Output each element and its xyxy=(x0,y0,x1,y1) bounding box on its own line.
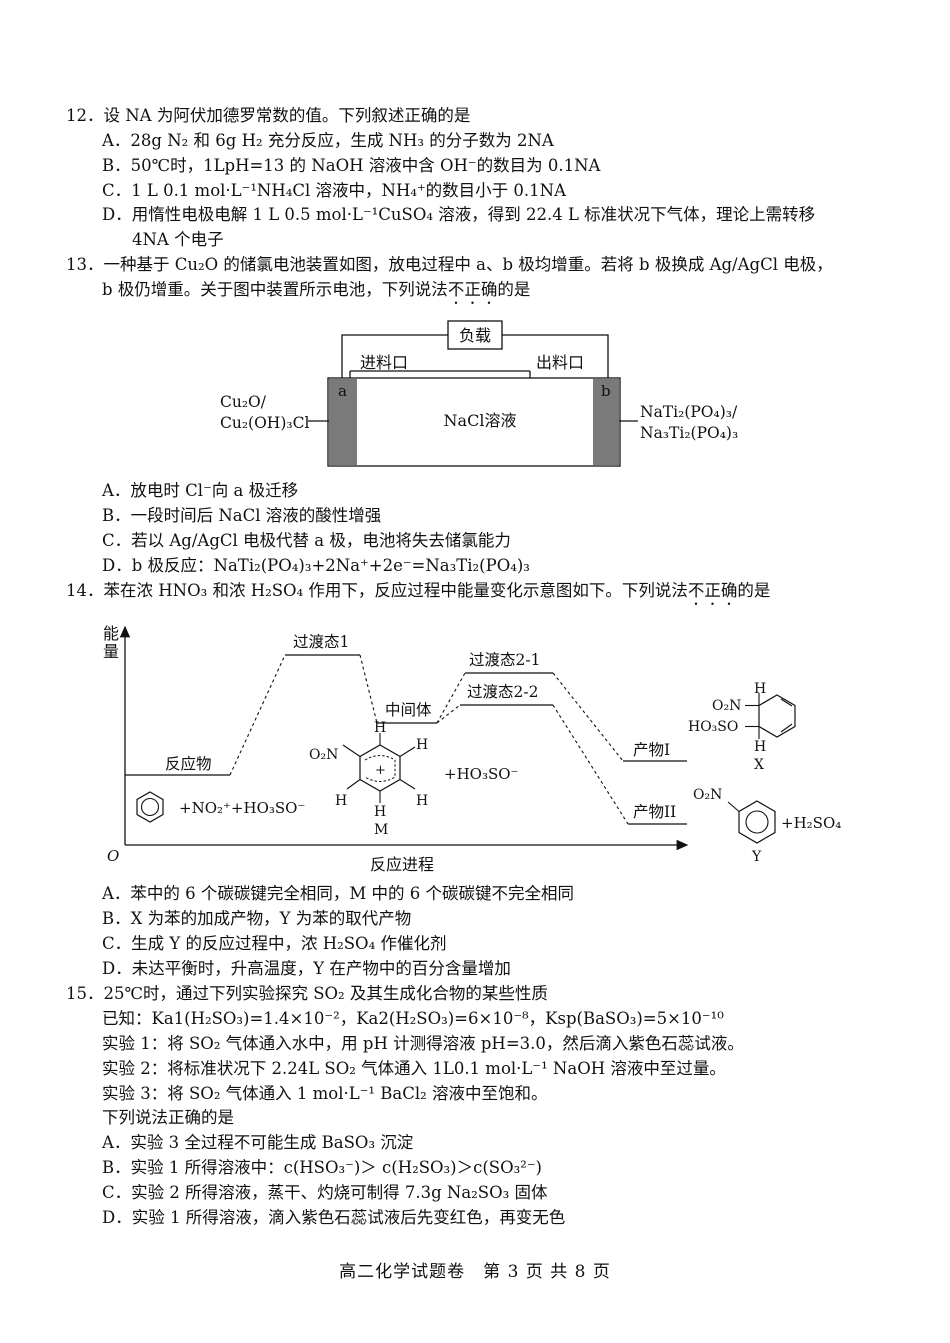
q12-option-a: A．28g N₂ 和 6g H₂ 充分反应，生成 NH₃ 的分子数为 2NA xyxy=(102,131,554,150)
intermediate-label: 中间体 xyxy=(385,701,432,719)
m-h-right-top: H xyxy=(416,737,428,753)
battery-diagram: 负载 进料口 出料口 a b NaCl溶液 Cu₂O/ Cu₂(OH)₃Cl N… xyxy=(220,320,738,467)
q14-option-a: A．苯中的 6 个碳碳键完全相同，M 中的 6 个碳碳键不完全相同 xyxy=(102,884,575,903)
h2so4-label: +H₂SO₄ xyxy=(781,814,841,832)
m-label: M xyxy=(374,822,388,838)
x-hso3: HO₃SO xyxy=(688,719,738,735)
electrode-a-material-2: Cu₂(OH)₃Cl xyxy=(220,414,309,432)
q12-option-c: C．1 L 0.1 mol·L⁻¹NH₄Cl 溶液中，NH₄⁺的数目小于 0.1… xyxy=(102,181,567,200)
x-label: 反应进程 xyxy=(370,855,434,874)
q12-option-d-cont: 4NA 个电子 xyxy=(132,230,224,249)
q12-option-d: D．用惰性电极电解 1 L 0.5 mol·L⁻¹CuSO₄ 溶液，得到 22.… xyxy=(102,205,816,224)
q15-option-c: C．实验 2 所得溶液，蒸干、灼烧可制得 7.3g Na₂SO₃ 固体 xyxy=(102,1183,548,1202)
reactant-label: 反应物 xyxy=(165,754,212,773)
q14-stem: 14．苯在浓 HNO₃ 和浓 H₂SO₄ 作用下，反应过程中能量变化示意图如下。… xyxy=(66,581,771,600)
m-h-top: H xyxy=(374,720,386,736)
q15-exp3: 实验 3：将 SO₂ 气体通入 1 mol·L⁻¹ BaCl₂ 溶液中至饱和。 xyxy=(102,1084,548,1103)
q14-option-d: D．未达平衡时，升高温度，Y 在产物中的百分含量增加 xyxy=(102,959,511,978)
q15-exp1: 实验 1：将 SO₂ 气体通入水中，用 pH 计测得溶液 pH=3.0，然后滴入… xyxy=(102,1034,744,1053)
cell-container xyxy=(327,377,621,467)
y-no2: O₂N xyxy=(693,787,722,803)
q12-option-b: B．50℃时，1LpH=13 的 NaOH 溶液中含 OH⁻的数目为 0.1NA xyxy=(102,156,601,175)
q13-option-a: A．放电时 Cl⁻向 a 极迁移 xyxy=(102,481,299,500)
page-footer: 高二化学试题卷 第 3 页 共 8 页 xyxy=(339,1262,611,1282)
m-h-bottom: H xyxy=(374,804,386,820)
q13-stem: 13．一种基于 Cu₂O 的储氯电池装置如图，放电过程中 a、b 极均增重。若将… xyxy=(66,255,833,274)
y-label-2: 量 xyxy=(103,642,119,661)
x-h-top: H xyxy=(754,681,766,697)
product-x-structure xyxy=(745,693,796,739)
m-no2: O₂N xyxy=(309,747,338,763)
inlet-label: 进料口 xyxy=(360,353,408,372)
ts22-label: 过渡态2-2 xyxy=(467,683,538,701)
q14-option-c: C．生成 Y 的反应过程中，浓 H₂SO₄ 作催化剂 xyxy=(102,934,447,953)
q15-exp2: 实验 2：将标准状况下 2.24L SO₂ 气体通入 1L0.1 mol·L⁻¹… xyxy=(102,1059,726,1078)
y-label-1: 能 xyxy=(103,624,119,643)
origin-label: O xyxy=(107,847,119,865)
electrode-a xyxy=(329,379,357,465)
emphasis-not-correct: 不正确 xyxy=(447,280,498,299)
emphasis-not-correct: 不正确 xyxy=(687,581,738,600)
q15-known: 已知：Ka1(H₂SO₃)=1.4×10⁻²，Ka2(H₂SO₃)=6×10⁻⁸… xyxy=(102,1009,724,1028)
electrode-b-material-1: NaTi₂(PO₄)₃/ xyxy=(640,403,738,421)
ts1-label: 过渡态1 xyxy=(293,633,349,651)
electrode-b xyxy=(593,379,619,465)
q12-stem: 12．设 NA 为阿伏加德罗常数的值。下列叙述正确的是 xyxy=(66,106,471,125)
reagents-label: +NO₂⁺+HO₃SO⁻ xyxy=(179,799,305,817)
q15-option-d: D．实验 1 所得溶液，滴入紫色石蕊试液后先变红色，再变无色 xyxy=(102,1208,566,1227)
q13-option-b: B．一段时间后 NaCl 溶液的酸性增强 xyxy=(102,506,382,525)
q13-option-d: D．b 极反应：NaTi₂(PO₄)₃+2Na⁺+2e⁻=Na₃Ti₂(PO₄)… xyxy=(102,556,530,575)
energy-diagram: 能 量 O 反应进程 反应物 过渡态1 中间体 过渡态2-1 过渡态2-2 产物… xyxy=(103,624,841,874)
solution-label: NaCl溶液 xyxy=(444,411,517,430)
product-y-structure xyxy=(727,800,776,844)
q14-option-b: B．X 为苯的加成产物，Y 为苯的取代产物 xyxy=(102,909,412,928)
product1-label: 产物I xyxy=(633,741,670,759)
q13-stem-cont: b 极仍增重。关于图中装置所示电池，下列说法不正确的是 xyxy=(102,280,531,299)
electrode-a-material-1: Cu₂O/ xyxy=(220,393,267,411)
product2-label: 产物II xyxy=(633,803,676,821)
m-h-left: H xyxy=(335,793,347,809)
hso-label: +HO₃SO⁻ xyxy=(444,765,518,783)
q13-option-c: C．若以 Ag/AgCl 电极代替 a 极，电池将失去储氯能力 xyxy=(102,531,511,550)
x-label: X xyxy=(754,757,764,773)
x-h-bottom: H xyxy=(754,739,766,755)
q15-ask: 下列说法正确的是 xyxy=(102,1108,234,1127)
charge-plus: + xyxy=(375,763,386,778)
intermediate-m-structure: + xyxy=(342,733,416,803)
q15-option-a: A．实验 3 全过程不可能生成 BaSO₃ 沉淀 xyxy=(102,1133,414,1152)
y-label: Y xyxy=(751,849,762,865)
m-h-right-bottom: H xyxy=(416,793,428,809)
electrode-b-material-2: Na₃Ti₂(PO₄)₃ xyxy=(640,424,738,442)
ts21-label: 过渡态2-1 xyxy=(469,651,540,669)
q15-option-b: B．实验 1 所得溶液中：c(HSO₃⁻)＞ c(H₂SO₃)＞c(SO₃²⁻) xyxy=(102,1158,542,1177)
outlet-label: 出料口 xyxy=(536,353,584,372)
electrode-a-label: a xyxy=(338,382,347,400)
q15-stem: 15．25℃时，通过下列实验探究 SO₂ 及其生成化合物的某些性质 xyxy=(66,984,548,1003)
x-no2: O₂N xyxy=(712,698,741,714)
electrode-b-label: b xyxy=(601,382,611,400)
load-label: 负载 xyxy=(459,326,491,345)
benzene-structure xyxy=(136,791,164,823)
